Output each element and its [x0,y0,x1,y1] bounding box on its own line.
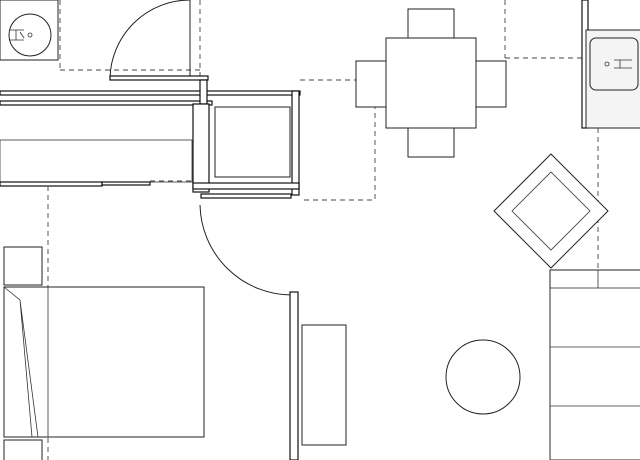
dresser [301,324,347,446]
washbasin-icon [8,13,52,57]
armchair [493,153,609,269]
bedroom-door-swing [199,204,299,460]
nightstand-top [3,246,43,286]
door-leaf [109,75,209,81]
dining-chair-bottom [407,127,455,158]
bed [3,286,205,438]
closet-rail-extension [101,181,151,186]
wall-lower-inner [200,193,292,199]
wall-left-post [192,103,210,193]
kitchen-counter [585,29,640,129]
dining-table [385,37,477,129]
wall-stub [199,79,208,105]
bathroom-vanity [0,0,59,61]
dining-chair-left [355,60,387,108]
wardrobe-unit [214,106,291,178]
wall-right-post [291,90,300,196]
wall-upper-outer [0,90,301,96]
closet-shelf [0,139,193,183]
kitchen-sink-icon [589,37,639,91]
living-area [445,153,640,460]
coffee-table [445,339,521,415]
kitchen-area [581,0,640,460]
sofa [549,269,640,460]
nightstand-bottom [3,439,43,460]
dining-chair-right [475,60,507,108]
bedroom-area [3,186,347,460]
dining-chair-top [407,8,455,39]
wall-lower [192,182,300,190]
dining-area [300,0,582,201]
door-swing-icon [109,0,209,81]
closet-rail [0,181,103,187]
bathroom-area [0,0,201,80]
bed-pillow-fold [3,286,39,438]
interior-walls [0,79,301,199]
wall-upper-inner [0,100,213,106]
wall-bedroom-right [289,291,299,460]
